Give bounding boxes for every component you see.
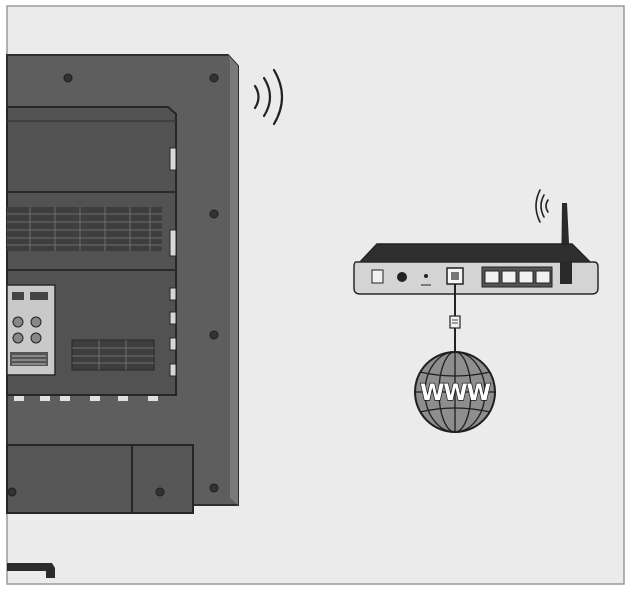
connector-panel <box>6 284 56 376</box>
side-connectors <box>169 147 177 377</box>
screw-icon <box>209 483 219 493</box>
router-lan-ports <box>481 266 553 288</box>
small-vent <box>71 339 155 371</box>
globe-icon: WWW <box>414 351 496 433</box>
screw-icon <box>63 73 73 83</box>
wifi-waves-icon <box>253 68 284 126</box>
bottom-connectors <box>14 396 158 401</box>
screw-icon <box>209 330 219 340</box>
tv-stand-foot <box>7 563 55 578</box>
wifi-waves-icon <box>535 189 549 223</box>
screw-icon <box>209 73 219 83</box>
tv-back-panel-icon <box>6 54 239 578</box>
ethernet-cable-icon <box>449 284 461 352</box>
screw-icon <box>155 487 165 497</box>
router-dc-port <box>397 272 407 282</box>
router-button <box>424 274 428 278</box>
globe-label: WWW <box>420 381 491 406</box>
vent-grille <box>7 207 162 251</box>
screw-icon <box>209 209 219 219</box>
router-power-port <box>371 269 384 284</box>
router-icon <box>353 203 599 295</box>
screw-icon <box>7 487 17 497</box>
